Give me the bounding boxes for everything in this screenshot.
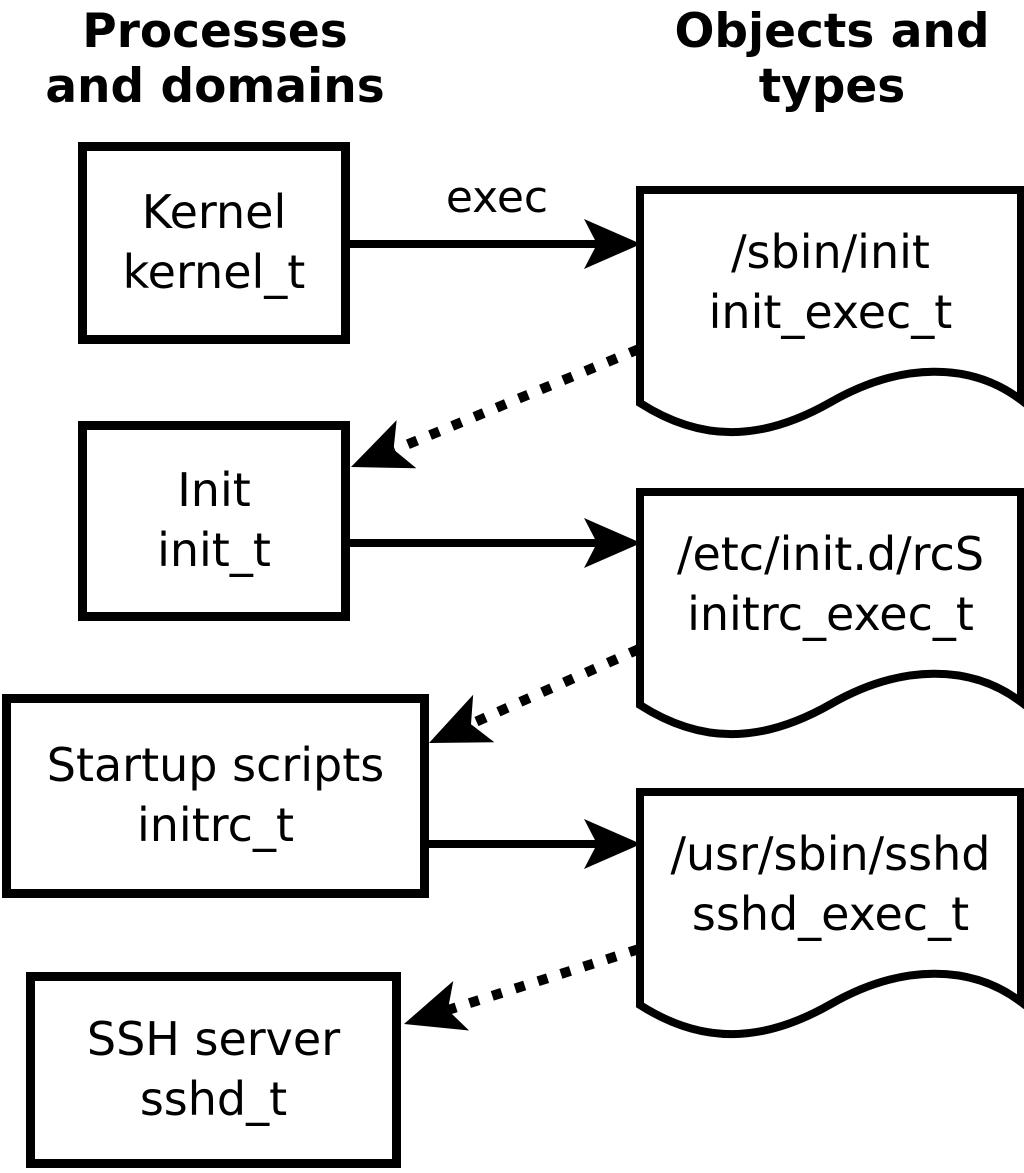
document-shape-sbin-init xyxy=(636,186,1024,437)
column-header-objects: Objects and types xyxy=(640,4,1024,114)
domain-type: kernel_t xyxy=(122,245,306,299)
column-header-objects-line2: types xyxy=(758,58,906,114)
object-doc-usr-sbin-sshd: /usr/sbin/sshd sshd_exec_t xyxy=(640,790,1021,980)
document-shape-etc-initd-rcs xyxy=(636,488,1024,739)
exec-arrowhead-3 xyxy=(584,819,641,869)
process-box-init: Init init_t xyxy=(78,421,350,621)
domain-type: init_t xyxy=(157,523,271,577)
exec-edge-label: exec xyxy=(445,172,549,223)
process-name: Startup scripts xyxy=(46,738,385,793)
transition-arrowhead-2 xyxy=(429,694,495,743)
process-name: Init xyxy=(177,463,251,518)
process-box-startup-scripts: Startup scripts initrc_t xyxy=(2,694,429,898)
transition-arrowhead-1 xyxy=(351,420,417,469)
domain-type: sshd_t xyxy=(139,1072,288,1126)
transition-arrow-sbin-init-to-init xyxy=(392,344,641,455)
column-header-processes: Processes and domains xyxy=(0,4,430,114)
transition-arrow-sshd-to-sshserver xyxy=(446,944,641,1015)
column-header-processes-line2: and domains xyxy=(45,58,385,114)
transition-arrowhead-3 xyxy=(404,980,470,1031)
object-path: /etc/init.d/rcS xyxy=(676,527,985,582)
object-doc-sbin-init: /sbin/init init_exec_t xyxy=(640,188,1021,378)
column-header-processes-line1: Processes xyxy=(82,4,348,59)
column-header-objects-line1: Objects and xyxy=(674,4,990,59)
object-type: initrc_exec_t xyxy=(687,587,974,641)
object-path: /usr/sbin/sshd xyxy=(670,827,991,882)
process-box-kernel: Kernel kernel_t xyxy=(78,142,350,344)
object-path: /sbin/init xyxy=(731,225,930,280)
domain-type: initrc_t xyxy=(137,798,294,852)
object-type: init_exec_t xyxy=(708,285,953,339)
process-name: SSH server xyxy=(86,1012,341,1067)
process-name: Kernel xyxy=(141,185,287,240)
exec-arrowhead-2 xyxy=(584,518,641,568)
transition-arrow-rcs-to-startup xyxy=(468,644,642,729)
exec-arrowhead-1 xyxy=(584,219,641,269)
object-type: sshd_exec_t xyxy=(691,887,970,941)
object-doc-etc-initd-rcs: /etc/init.d/rcS initrc_exec_t xyxy=(640,490,1021,680)
document-shape-usr-sbin-sshd xyxy=(636,788,1024,1039)
process-box-ssh-server: SSH server sshd_t xyxy=(26,972,401,1168)
